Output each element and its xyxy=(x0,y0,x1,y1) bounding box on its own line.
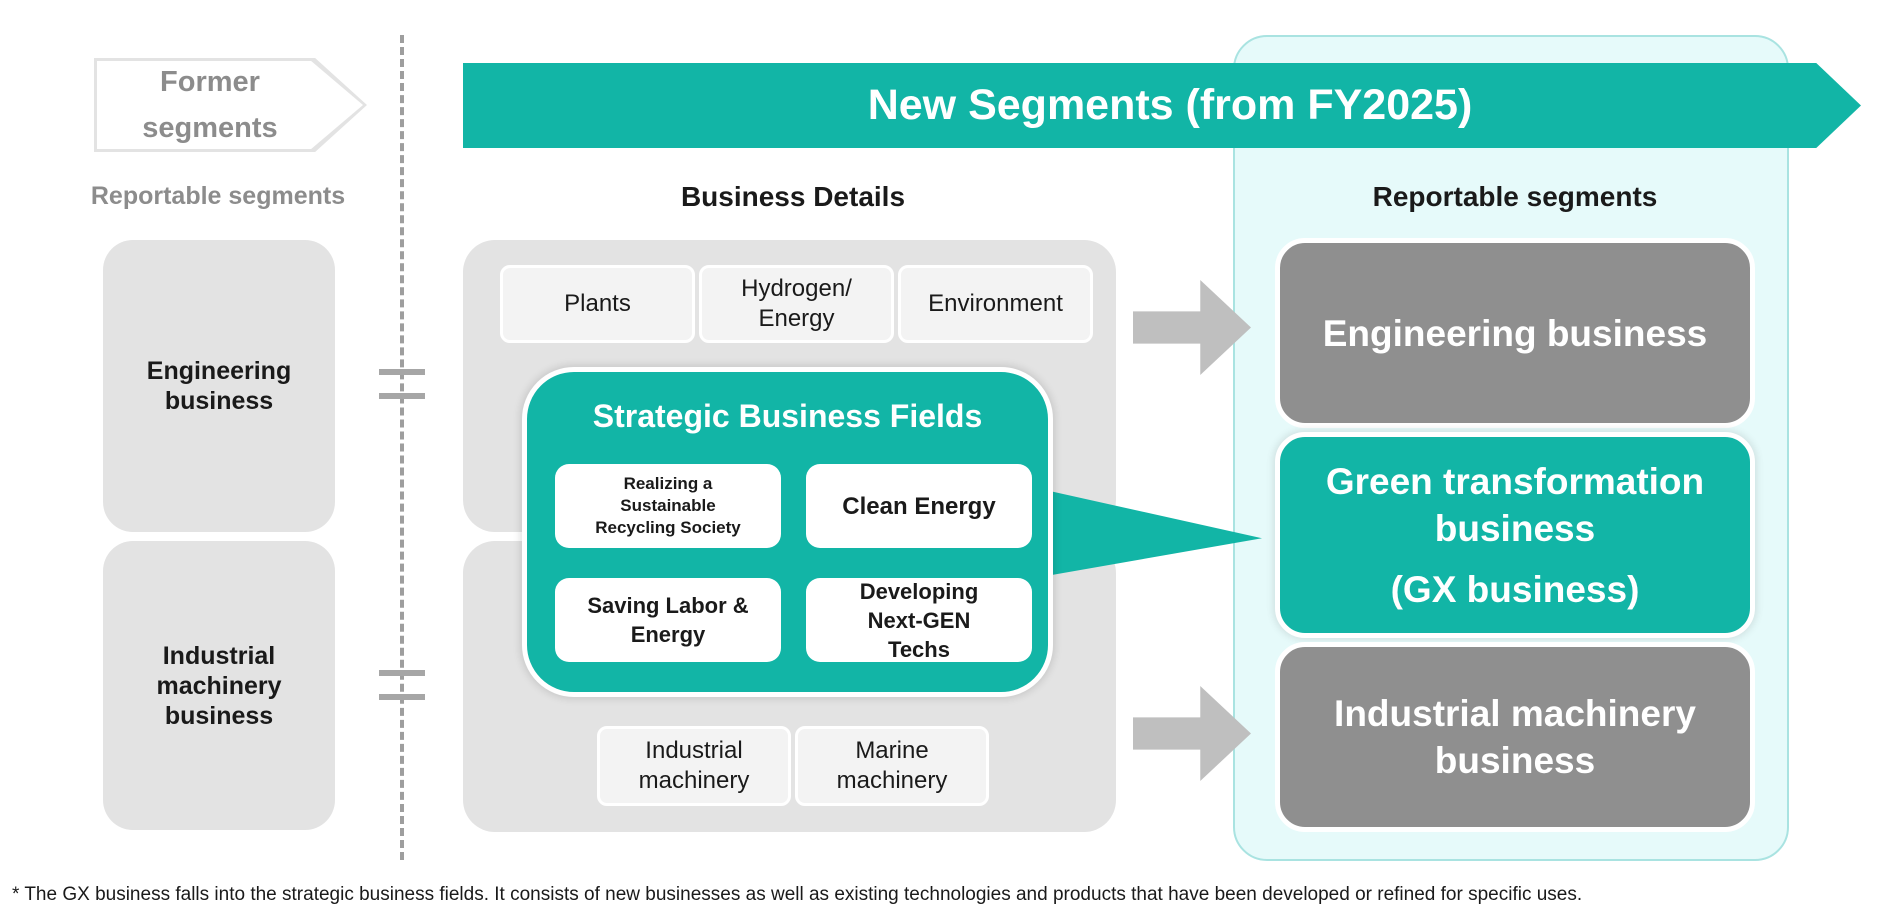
former-industrial-box: Industrial machinery business xyxy=(103,541,335,830)
field-recycling-society: Realizing a Sustainable Recycling Societ… xyxy=(555,464,781,548)
plants-item: Plants xyxy=(500,265,695,343)
business-details-header: Business Details xyxy=(680,181,906,212)
former-segments-label: Former segments xyxy=(142,66,278,144)
footnote: * The GX business falls into the strateg… xyxy=(12,884,1583,905)
gx-segment-abbrev: (GX business) xyxy=(1390,568,1640,610)
new-engineering-segment: Engineering business xyxy=(1275,238,1755,428)
equals-mark-top-1 xyxy=(379,369,425,375)
field-clean-energy: Clean Energy xyxy=(806,464,1032,548)
equals-mark-bottom-1 xyxy=(379,670,425,676)
equals-mark-top-2 xyxy=(379,393,425,399)
former-segments-arrow-fill xyxy=(97,61,363,149)
strategic-fields-title: Strategic Business Fields xyxy=(592,397,983,434)
hydrogen-energy-item: Hydrogen/ Energy xyxy=(699,265,894,343)
new-reportable-header: Reportable segments xyxy=(1372,181,1658,212)
former-reportable-header: Reportable segments xyxy=(90,181,346,210)
field-saving-labor-energy: Saving Labor & Energy xyxy=(555,578,781,662)
industrial-machinery-item: Industrial machinery xyxy=(597,726,791,806)
environment-item: Environment xyxy=(898,265,1093,343)
new-segments-banner: New Segments (from FY2025) xyxy=(463,63,1861,148)
equals-mark-bottom-2 xyxy=(379,694,425,700)
banner-title: New Segments (from FY2025) xyxy=(867,81,1473,129)
new-gx-segment: Green transformation business (GX busine… xyxy=(1275,432,1755,638)
field-next-gen-techs: Developing Next-GEN Techs xyxy=(806,578,1032,662)
gx-segment-title: Green transformation business xyxy=(1325,460,1705,549)
former-engineering-box: Engineering business xyxy=(103,240,335,532)
segment-divider xyxy=(400,35,404,860)
marine-machinery-item: Marine machinery xyxy=(795,726,989,806)
new-industrial-segment: Industrial machinery business xyxy=(1275,642,1755,832)
